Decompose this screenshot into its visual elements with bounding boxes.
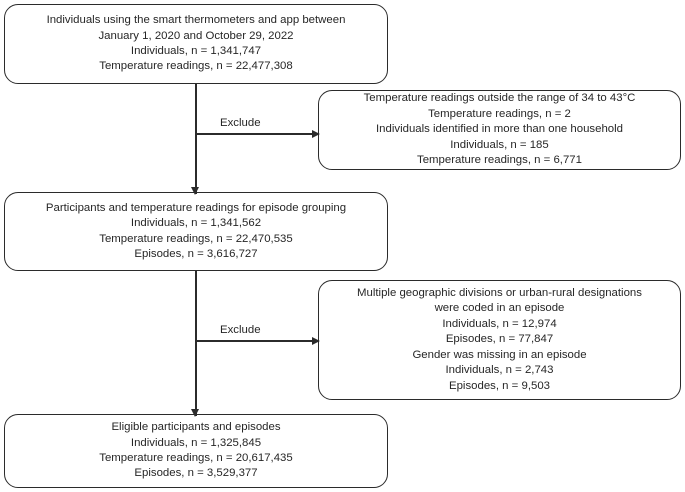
box-text-line: January 1, 2020 and October 29, 2022	[98, 29, 294, 42]
box-text-line: Individuals, n = 1,341,562	[130, 217, 262, 230]
box-text-line: Temperature readings, n = 22,477,308	[99, 60, 293, 73]
box-text-line: Multiple geographic divisions or urban-r…	[357, 287, 642, 300]
exclusion-box-1: Temperature readings outside the range o…	[318, 90, 681, 170]
box-text-line: Eligible participants and episodes	[111, 421, 281, 434]
box-text-line: were coded in an episode	[434, 302, 565, 315]
box-text-line: Individuals, n = 2,743	[445, 364, 554, 377]
edge-label-exclude-2: Exclude	[218, 324, 263, 337]
arrowhead-down-icon	[191, 187, 200, 195]
connector-exclude-branch-1	[195, 133, 319, 135]
box-text-line: Episodes, n = 9,503	[448, 379, 550, 392]
box-text-line: Temperature readings, n = 2	[428, 107, 571, 120]
box-text-line: Episodes, n = 3,616,727	[134, 247, 258, 260]
connector-grouping-to-eligible	[195, 271, 197, 416]
edge-label-exclude-1: Exclude	[218, 117, 263, 130]
box-text-line: Temperature readings outside the range o…	[363, 92, 636, 105]
box-text-line: Gender was missing in an episode	[412, 348, 587, 361]
box-text-line: Individuals, n = 1,325,845	[130, 436, 262, 449]
episode-grouping-box: Participants and temperature readings fo…	[4, 192, 388, 271]
box-text-line: Episodes, n = 77,847	[445, 333, 554, 346]
box-text-line: Temperature readings, n = 22,470,535	[99, 232, 293, 245]
arrowhead-right-icon	[312, 129, 320, 138]
exclusion-box-2: Multiple geographic divisions or urban-r…	[318, 280, 681, 400]
arrowhead-down-icon	[191, 409, 200, 417]
box-text-line: Individuals, n = 185	[450, 138, 549, 151]
box-text-line: Temperature readings, n = 20,617,435	[99, 452, 293, 464]
connector-enrolled-to-grouping	[195, 84, 197, 194]
eligible-population-box: Eligible participants and episodes Indiv…	[4, 414, 388, 488]
enrolled-population-box: Individuals using the smart thermometers…	[4, 4, 388, 84]
box-text-line: Participants and temperature readings fo…	[45, 201, 347, 214]
box-text-line: Episodes, n = 3,529,377	[134, 467, 258, 480]
box-text-line: Individuals, n = 1,341,747	[130, 45, 262, 57]
box-text-line: Individuals using the smart thermometers…	[46, 14, 346, 27]
box-text-line: Individuals, n = 12,974	[442, 317, 557, 330]
connector-exclude-branch-2	[195, 340, 319, 342]
arrowhead-right-icon	[312, 336, 320, 345]
box-text-line: Individuals identified in more than one …	[376, 123, 623, 136]
box-text-line: Temperature readings, n = 6,771	[417, 154, 582, 167]
